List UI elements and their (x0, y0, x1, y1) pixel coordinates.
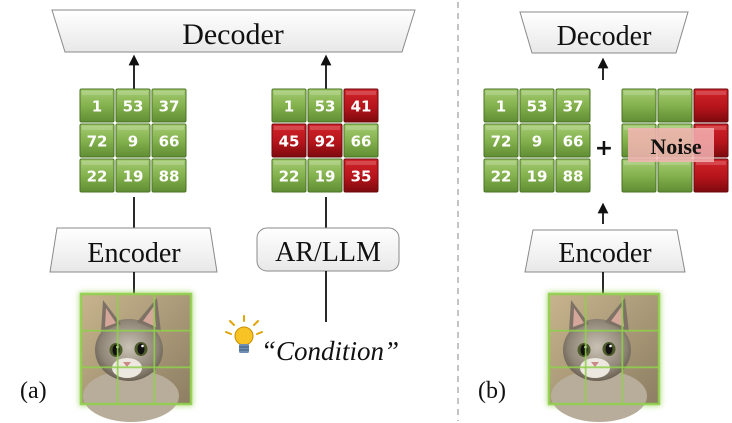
lightbulb-icon (225, 315, 263, 353)
decoder-b: Decoder (519, 11, 689, 54)
token-b-cell: 88 (555, 158, 591, 193)
token-a-right-cell: 19 (307, 158, 343, 193)
panel-b-label: (b) (478, 378, 506, 404)
token-a-right-token-label: 41 (351, 98, 372, 116)
noise-cell (657, 88, 693, 123)
encoder-a: Encoder (49, 227, 218, 273)
encoder-b: Encoder (524, 229, 686, 273)
token-b-cell: 22 (483, 158, 519, 193)
token-a-right-token-label: 1 (284, 98, 294, 116)
token-a-right-cell: 41 (343, 88, 379, 123)
decoder-b-label: Decoder (557, 21, 653, 52)
token-a-left-token-label: 9 (128, 133, 138, 151)
token-b-token-label: 19 (527, 168, 548, 186)
token-a-right-token-label: 35 (351, 168, 372, 186)
token-a-right-token-label: 53 (315, 98, 336, 116)
token-a-right-cell: 53 (307, 88, 343, 123)
token-a-right-cell: 22 (271, 158, 307, 193)
ar-llm-box: AR/LLM (256, 227, 400, 272)
token-b-cell: 66 (555, 123, 591, 158)
token-a-left-cell: 22 (79, 158, 115, 193)
noise-cell (693, 158, 729, 193)
token-a-left-token-label: 37 (159, 98, 180, 116)
token-b-token-label: 37 (563, 98, 584, 116)
condition-label: “Condition” (261, 336, 399, 366)
token-b-cell: 53 (519, 88, 555, 123)
token-grid-a-left: 1 53 37 72 9 66 22 19 88 (79, 88, 187, 193)
noise-overlay: Noise (628, 128, 714, 162)
plus-sign: + (595, 136, 613, 161)
token-a-left-token-label: 22 (87, 168, 108, 186)
token-a-right-cell: 35 (343, 158, 379, 193)
token-b-token-label: 22 (491, 168, 512, 186)
token-a-right-cell: 66 (343, 123, 379, 158)
token-a-left-token-label: 66 (159, 133, 180, 151)
token-a-left-cell: 9 (115, 123, 151, 158)
token-b-token-label: 9 (532, 133, 542, 151)
decoder-a-label: Decoder (182, 18, 284, 51)
panel-a-label: (a) (20, 378, 47, 404)
token-b-token-label: 1 (496, 98, 506, 116)
token-b-cell: 1 (483, 88, 519, 123)
decoder-a: Decoder (51, 9, 416, 53)
token-a-left-token-label: 1 (92, 98, 102, 116)
token-a-left-cell: 88 (151, 158, 187, 193)
noise-cell (693, 88, 729, 123)
encoder-a-label: Encoder (87, 238, 181, 269)
token-a-right-cell: 92 (307, 123, 343, 158)
token-b-cell: 37 (555, 88, 591, 123)
ar-llm-label: AR/LLM (275, 237, 381, 268)
token-grid-a-right: 1 53 41 45 92 66 22 19 35 (271, 88, 379, 193)
token-a-left-cell: 37 (151, 88, 187, 123)
token-b-token-label: 72 (491, 133, 512, 151)
noise-cell (621, 88, 657, 123)
token-a-left-token-label: 88 (159, 168, 180, 186)
token-a-right-token-label: 45 (279, 133, 300, 151)
token-grid-b: 1 53 37 72 9 66 22 19 88 (483, 88, 591, 193)
noise-label: Noise (650, 134, 702, 159)
token-a-left-cell: 53 (115, 88, 151, 123)
token-a-left-token-label: 53 (123, 98, 144, 116)
noise-cell (621, 158, 657, 193)
token-a-left-token-label: 19 (123, 168, 144, 186)
token-a-left-cell: 19 (115, 158, 151, 193)
token-a-right-token-label: 66 (351, 133, 372, 151)
token-a-left-cell: 66 (151, 123, 187, 158)
encoder-b-label: Encoder (558, 238, 652, 269)
token-a-left-token-label: 72 (87, 133, 108, 151)
token-b-token-label: 53 (527, 98, 548, 116)
token-a-left-cell: 72 (79, 123, 115, 158)
cat-image-a (79, 292, 193, 422)
token-b-token-label: 66 (563, 133, 584, 151)
token-a-right-cell: 45 (271, 123, 307, 158)
token-a-right-cell: 1 (271, 88, 307, 123)
token-a-right-token-label: 22 (279, 168, 300, 186)
token-b-cell: 19 (519, 158, 555, 193)
token-b-token-label: 88 (563, 168, 584, 186)
token-a-right-token-label: 92 (315, 133, 336, 151)
token-a-right-token-label: 19 (315, 168, 336, 186)
token-b-cell: 72 (483, 123, 519, 158)
noise-cell (657, 158, 693, 193)
token-b-cell: 9 (519, 123, 555, 158)
cat-image-b (547, 292, 661, 422)
token-a-left-cell: 1 (79, 88, 115, 123)
